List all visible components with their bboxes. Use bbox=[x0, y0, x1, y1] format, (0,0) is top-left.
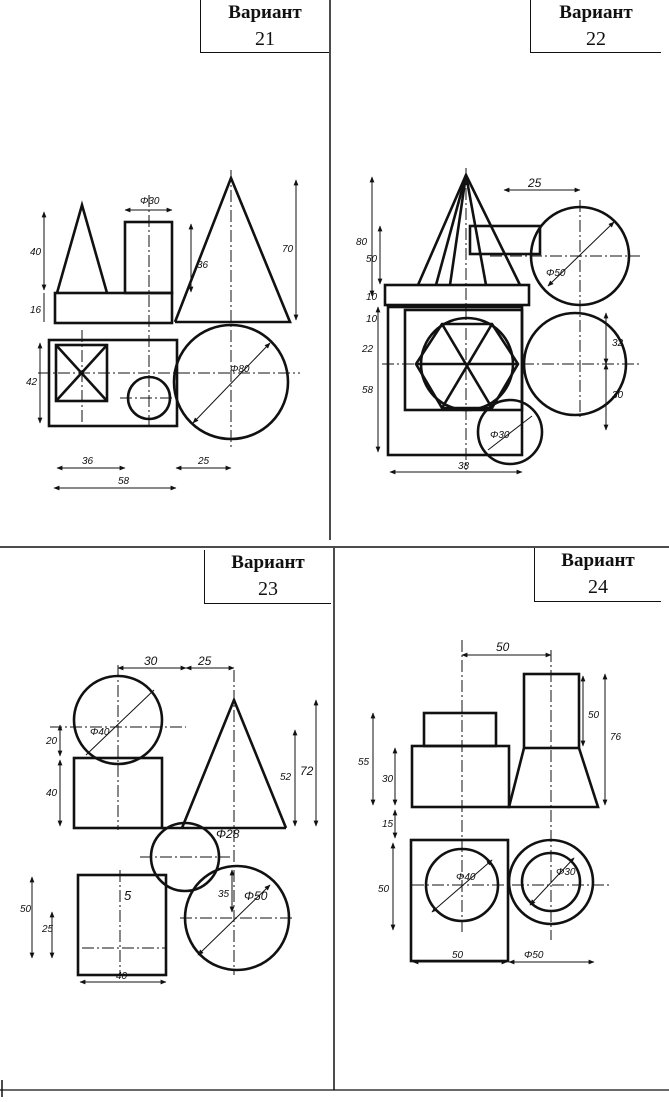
dim-label: 36 bbox=[197, 260, 209, 271]
dim-label: 80 bbox=[356, 237, 368, 248]
dim-label: Φ30 bbox=[556, 867, 576, 878]
variant-23-drawing bbox=[29, 665, 319, 985]
variant-22-drawing bbox=[369, 168, 640, 475]
dim-label: 32 bbox=[612, 338, 624, 349]
dim-label: 40 bbox=[46, 788, 58, 799]
dim-label: 40 bbox=[116, 971, 128, 982]
dim-label: Φ40 bbox=[90, 727, 110, 738]
variant-23-dimension-labels: 30 25 Φ40 20 40 52 72 Φ28 50 25 5 35 Φ50… bbox=[20, 654, 314, 982]
dim-label: 42 bbox=[26, 377, 38, 388]
dim-label: 50 bbox=[452, 950, 464, 961]
dim-label: 50 bbox=[378, 884, 390, 895]
dim-label: 58 bbox=[362, 385, 374, 396]
dim-label: 25 bbox=[527, 176, 542, 190]
dim-label: 50 bbox=[588, 710, 600, 721]
dim-label: 52 bbox=[280, 772, 292, 783]
dim-label: Φ50 bbox=[524, 950, 544, 961]
dim-label: 50 bbox=[366, 254, 378, 265]
variant-24-drawing bbox=[370, 640, 612, 965]
dim-label: Φ50 bbox=[244, 889, 268, 903]
dim-label: 20 bbox=[45, 736, 58, 747]
variant-23-box: Вариант 23 bbox=[204, 550, 331, 604]
dim-label: 55 bbox=[358, 757, 370, 768]
variant-21-dimension-labels: Φ30 36 70 40 16 42 36 58 25 Φ80 bbox=[26, 196, 294, 487]
dim-label: 15 bbox=[382, 819, 394, 830]
dim-label: Φ30 bbox=[490, 430, 510, 441]
dim-label: 72 bbox=[300, 764, 314, 778]
dim-label: Φ28 bbox=[216, 827, 240, 841]
dim-label: 35 bbox=[218, 889, 230, 900]
dim-label: Φ50 bbox=[546, 268, 566, 279]
dim-label: 58 bbox=[118, 476, 130, 487]
dim-label: 76 bbox=[610, 732, 622, 743]
dim-label: 30 bbox=[144, 654, 158, 668]
dim-label: 70 bbox=[282, 244, 294, 255]
variant-22-dimension-labels: 25 80 50 10 10 22 58 Φ50 32 30 38 Φ30 bbox=[356, 176, 624, 472]
dim-label: Φ40 bbox=[456, 872, 476, 883]
dim-label: 25 bbox=[197, 654, 212, 668]
variant-22-box: Вариант 22 bbox=[530, 0, 661, 53]
variant-24-dimension-labels: 50 55 30 15 50 76 50 Φ40 Φ30 50 Φ50 bbox=[358, 640, 622, 961]
dim-label: 22 bbox=[361, 344, 374, 355]
variant-23-word: Вариант bbox=[231, 552, 305, 573]
dim-label: 25 bbox=[41, 924, 54, 935]
dim-label: Φ80 bbox=[230, 364, 250, 375]
dim-label: Φ30 bbox=[140, 196, 160, 207]
variant-23-number: 23 bbox=[258, 578, 278, 600]
variant-21-box: Вариант 21 bbox=[200, 0, 329, 53]
dim-label: 10 bbox=[366, 292, 378, 303]
dim-label: 30 bbox=[382, 774, 394, 785]
dim-label: 36 bbox=[82, 456, 94, 467]
dim-label: 5 bbox=[124, 888, 132, 903]
variant-24-word: Вариант bbox=[561, 550, 635, 571]
dim-label: 50 bbox=[20, 904, 32, 915]
variant-21-drawing bbox=[37, 170, 300, 491]
variant-21-word: Вариант bbox=[228, 2, 302, 23]
variant-21-number: 21 bbox=[255, 28, 275, 50]
dim-label: 16 bbox=[30, 305, 42, 316]
dim-label: 30 bbox=[612, 390, 624, 401]
variant-22-number: 22 bbox=[586, 28, 606, 50]
dim-label: 10 bbox=[366, 314, 378, 325]
dim-label: 40 bbox=[30, 247, 42, 258]
variant-24-number: 24 bbox=[588, 576, 608, 598]
variant-22-word: Вариант bbox=[559, 2, 633, 23]
dim-label: 38 bbox=[458, 461, 470, 472]
dim-label: 25 bbox=[197, 456, 210, 467]
variant-24-box: Вариант 24 bbox=[534, 548, 661, 602]
dim-label: 50 bbox=[496, 640, 510, 654]
